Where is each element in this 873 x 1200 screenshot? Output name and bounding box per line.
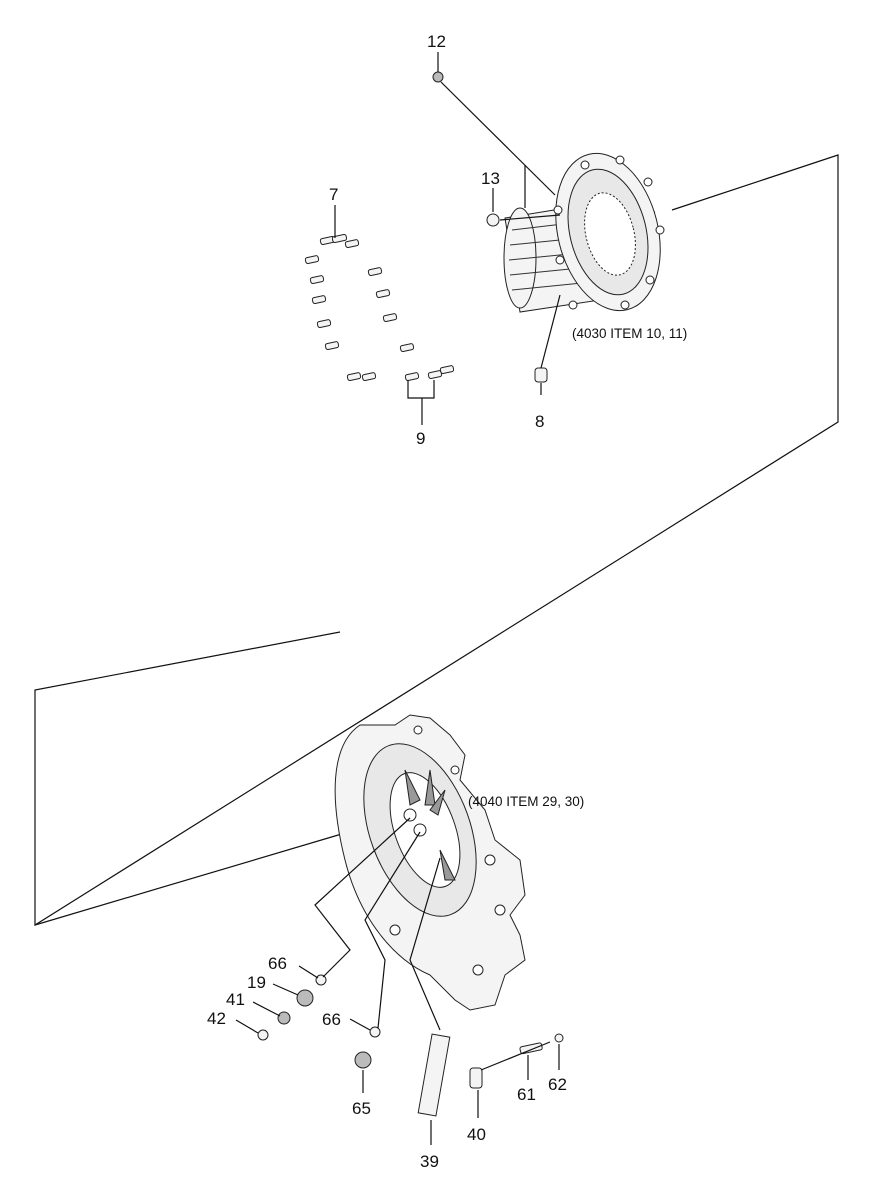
callout-66-lower: 66 [322, 1010, 341, 1029]
reference-lower: (4040 ITEM 29, 30) [468, 794, 584, 809]
plug-13 [486, 213, 500, 227]
callout-41: 41 [226, 990, 245, 1009]
reference-upper: (4030 ITEM 10, 11) [572, 326, 687, 341]
fitting-8 [534, 367, 548, 383]
callout-65: 65 [352, 1099, 371, 1118]
plug-12 [432, 71, 444, 83]
callout-42: 42 [207, 1009, 226, 1028]
bolt-set [304, 233, 455, 381]
callout-12: 12 [427, 32, 446, 51]
callout-62: 62 [548, 1075, 567, 1094]
lower-leaders [235, 817, 560, 1145]
callout-61: 61 [517, 1085, 536, 1104]
callout-9: 9 [416, 429, 425, 448]
callout-39: 39 [420, 1152, 439, 1171]
callout-7: 7 [329, 185, 338, 204]
lower-small-parts [257, 974, 564, 1117]
callout-13: 13 [481, 169, 500, 188]
callout-8: 8 [535, 412, 544, 431]
carrier-housing [334, 714, 526, 1011]
callout-66-upper: 66 [268, 954, 287, 973]
upper-leaders [334, 52, 561, 425]
callout-19: 19 [247, 973, 266, 992]
callout-40: 40 [467, 1125, 486, 1144]
hub-housing [503, 152, 665, 313]
